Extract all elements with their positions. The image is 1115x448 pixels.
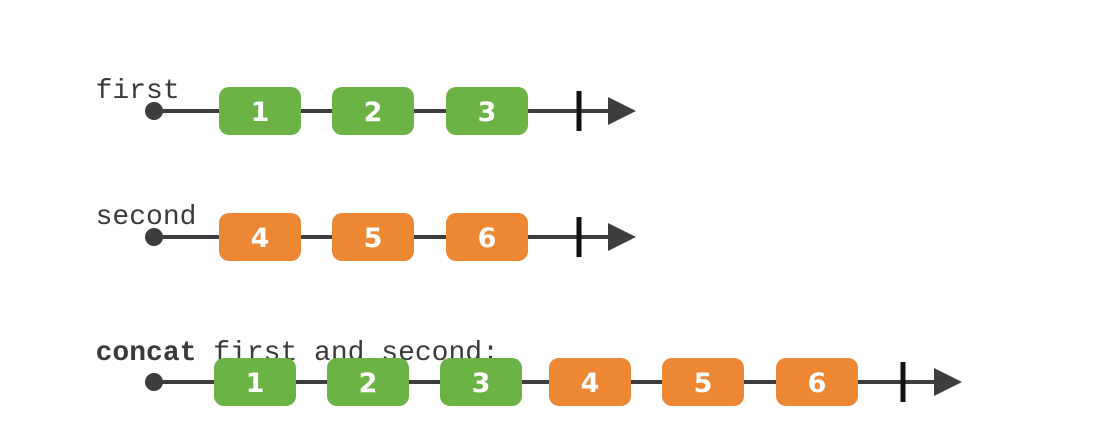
result-marble-6	[776, 358, 858, 406]
second-marble-5	[332, 213, 414, 261]
result-marble-2	[327, 358, 409, 406]
first-marble-2	[332, 87, 414, 135]
first-stream-label-text: first	[95, 76, 180, 107]
result-arrow-head	[934, 368, 962, 396]
result-marble-label-5: 5	[694, 368, 713, 399]
first-marble-label-3: 3	[478, 97, 497, 128]
second-start-dot	[145, 228, 163, 246]
second-marble-4	[219, 213, 301, 261]
second-stream-label: second	[62, 176, 197, 233]
second-marble-label-6: 6	[478, 223, 497, 254]
result-marble-3	[440, 358, 522, 406]
result-marble-label-1: 1	[246, 368, 265, 399]
result-marble-label-6: 6	[808, 368, 827, 399]
result-marble-label-4: 4	[581, 368, 600, 399]
result-marble-label-2: 2	[359, 368, 378, 399]
second-marble-label-4: 4	[251, 223, 270, 254]
first-start-dot	[145, 102, 163, 120]
second-marble-6	[446, 213, 528, 261]
second-marble-label-5: 5	[364, 223, 383, 254]
second-arrow-head	[608, 223, 636, 251]
second-stream-label-text: second	[95, 202, 197, 233]
first-stream-label: first	[62, 50, 180, 106]
result-marble-5	[662, 358, 744, 406]
result-marble-label-3: 3	[472, 368, 491, 399]
first-marble-3	[446, 87, 528, 135]
result-start-dot	[145, 373, 163, 391]
concat-keyword: concat	[95, 338, 197, 369]
first-marble-1	[219, 87, 301, 135]
result-marble-1	[214, 358, 296, 406]
first-marble-label-1: 1	[251, 97, 270, 128]
result-marble-4	[549, 358, 631, 406]
first-arrow-head	[608, 97, 636, 125]
first-marble-label-2: 2	[364, 97, 383, 128]
